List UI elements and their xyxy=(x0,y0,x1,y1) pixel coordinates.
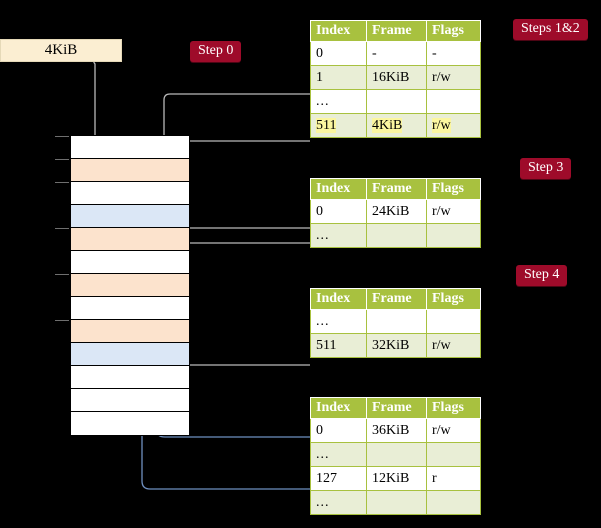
cell-frame: 12KiB xyxy=(366,466,427,491)
column-header-index: Index xyxy=(310,178,367,200)
column-header-flags: Flags xyxy=(426,20,481,42)
cell-frame: 24KiB xyxy=(366,199,427,224)
cell-flags: r/w xyxy=(426,418,481,443)
cell-index: ... xyxy=(310,309,367,334)
column-header-frame: Frame xyxy=(366,397,427,419)
frame-tick-1 xyxy=(55,159,69,160)
cell-index: 0 xyxy=(310,41,367,66)
cell-index: 511 xyxy=(310,113,367,138)
badge-step-3: Step 3 xyxy=(520,158,572,179)
frame-tick-0 xyxy=(55,136,69,137)
memory-frame-10 xyxy=(71,366,189,389)
cell-index: 511 xyxy=(310,333,367,358)
cell-flags xyxy=(426,442,481,467)
cell-flags: r/w xyxy=(426,65,481,90)
badge-step-0: Step 0 xyxy=(190,41,242,62)
cell-frame: 16KiB xyxy=(366,65,427,90)
cell-flags xyxy=(426,89,481,114)
memory-frame-8 xyxy=(71,320,189,343)
memory-frame-5 xyxy=(71,251,189,274)
column-header-index: Index xyxy=(310,288,367,310)
memory-frame-6 xyxy=(71,274,189,297)
memory-frame-9 xyxy=(71,343,189,366)
frame-tick-2 xyxy=(55,182,69,183)
column-header-flags: Flags xyxy=(426,178,481,200)
badge-steps-1-2: Steps 1&2 xyxy=(513,19,588,40)
cell-frame xyxy=(366,309,427,334)
column-header-index: Index xyxy=(310,397,367,419)
frame-tick-4 xyxy=(55,228,69,229)
cell-index: 1 xyxy=(310,65,367,90)
column-header-index: Index xyxy=(310,20,367,42)
column-header-frame: Frame xyxy=(366,288,427,310)
cell-flags xyxy=(426,223,481,248)
frame-tick-8 xyxy=(55,320,69,321)
table-row: ... xyxy=(310,442,481,467)
table-row: ... xyxy=(310,223,481,248)
cell-flags xyxy=(426,490,481,515)
cell-index: 0 xyxy=(310,418,367,443)
memory-frame-0 xyxy=(71,136,189,159)
cell-frame xyxy=(366,490,427,515)
memory-frame-3 xyxy=(71,205,189,228)
virtual-address-box: 4KiB xyxy=(0,39,122,62)
cell-index: ... xyxy=(310,490,367,515)
column-header-flags: Flags xyxy=(426,397,481,419)
memory-frame-2 xyxy=(71,182,189,205)
table-row: ... xyxy=(310,309,481,334)
table-row: ... xyxy=(310,490,481,515)
column-header-flags: Flags xyxy=(426,288,481,310)
cell-index: ... xyxy=(310,223,367,248)
cell-flags: r xyxy=(426,466,481,491)
cell-frame: 36KiB xyxy=(366,418,427,443)
cell-index: 127 xyxy=(310,466,367,491)
memory-frame-12 xyxy=(71,412,189,435)
memory-frame-7 xyxy=(71,297,189,320)
cell-flags: r/w xyxy=(426,333,481,358)
cell-flags: r/w xyxy=(426,199,481,224)
cell-flags: - xyxy=(426,41,481,66)
table-row: ... xyxy=(310,89,481,114)
cell-frame: - xyxy=(366,41,427,66)
cell-frame: 4KiB xyxy=(366,113,427,138)
column-header-frame: Frame xyxy=(366,178,427,200)
cell-frame xyxy=(366,89,427,114)
cell-frame: 32KiB xyxy=(366,333,427,358)
table-row: 0-- xyxy=(310,41,481,66)
cell-flags xyxy=(426,309,481,334)
cell-index: ... xyxy=(310,89,367,114)
frame-tick-6 xyxy=(55,274,69,275)
memory-frame-1 xyxy=(71,159,189,182)
cell-frame xyxy=(366,442,427,467)
cell-index: 0 xyxy=(310,199,367,224)
memory-frame-11 xyxy=(71,389,189,412)
badge-step-4: Step 4 xyxy=(516,265,568,286)
physical-memory-column xyxy=(55,135,190,436)
cell-flags: r/w xyxy=(426,113,481,138)
cell-frame xyxy=(366,223,427,248)
memory-frame-4 xyxy=(71,228,189,251)
cell-index: ... xyxy=(310,442,367,467)
column-header-frame: Frame xyxy=(366,20,427,42)
